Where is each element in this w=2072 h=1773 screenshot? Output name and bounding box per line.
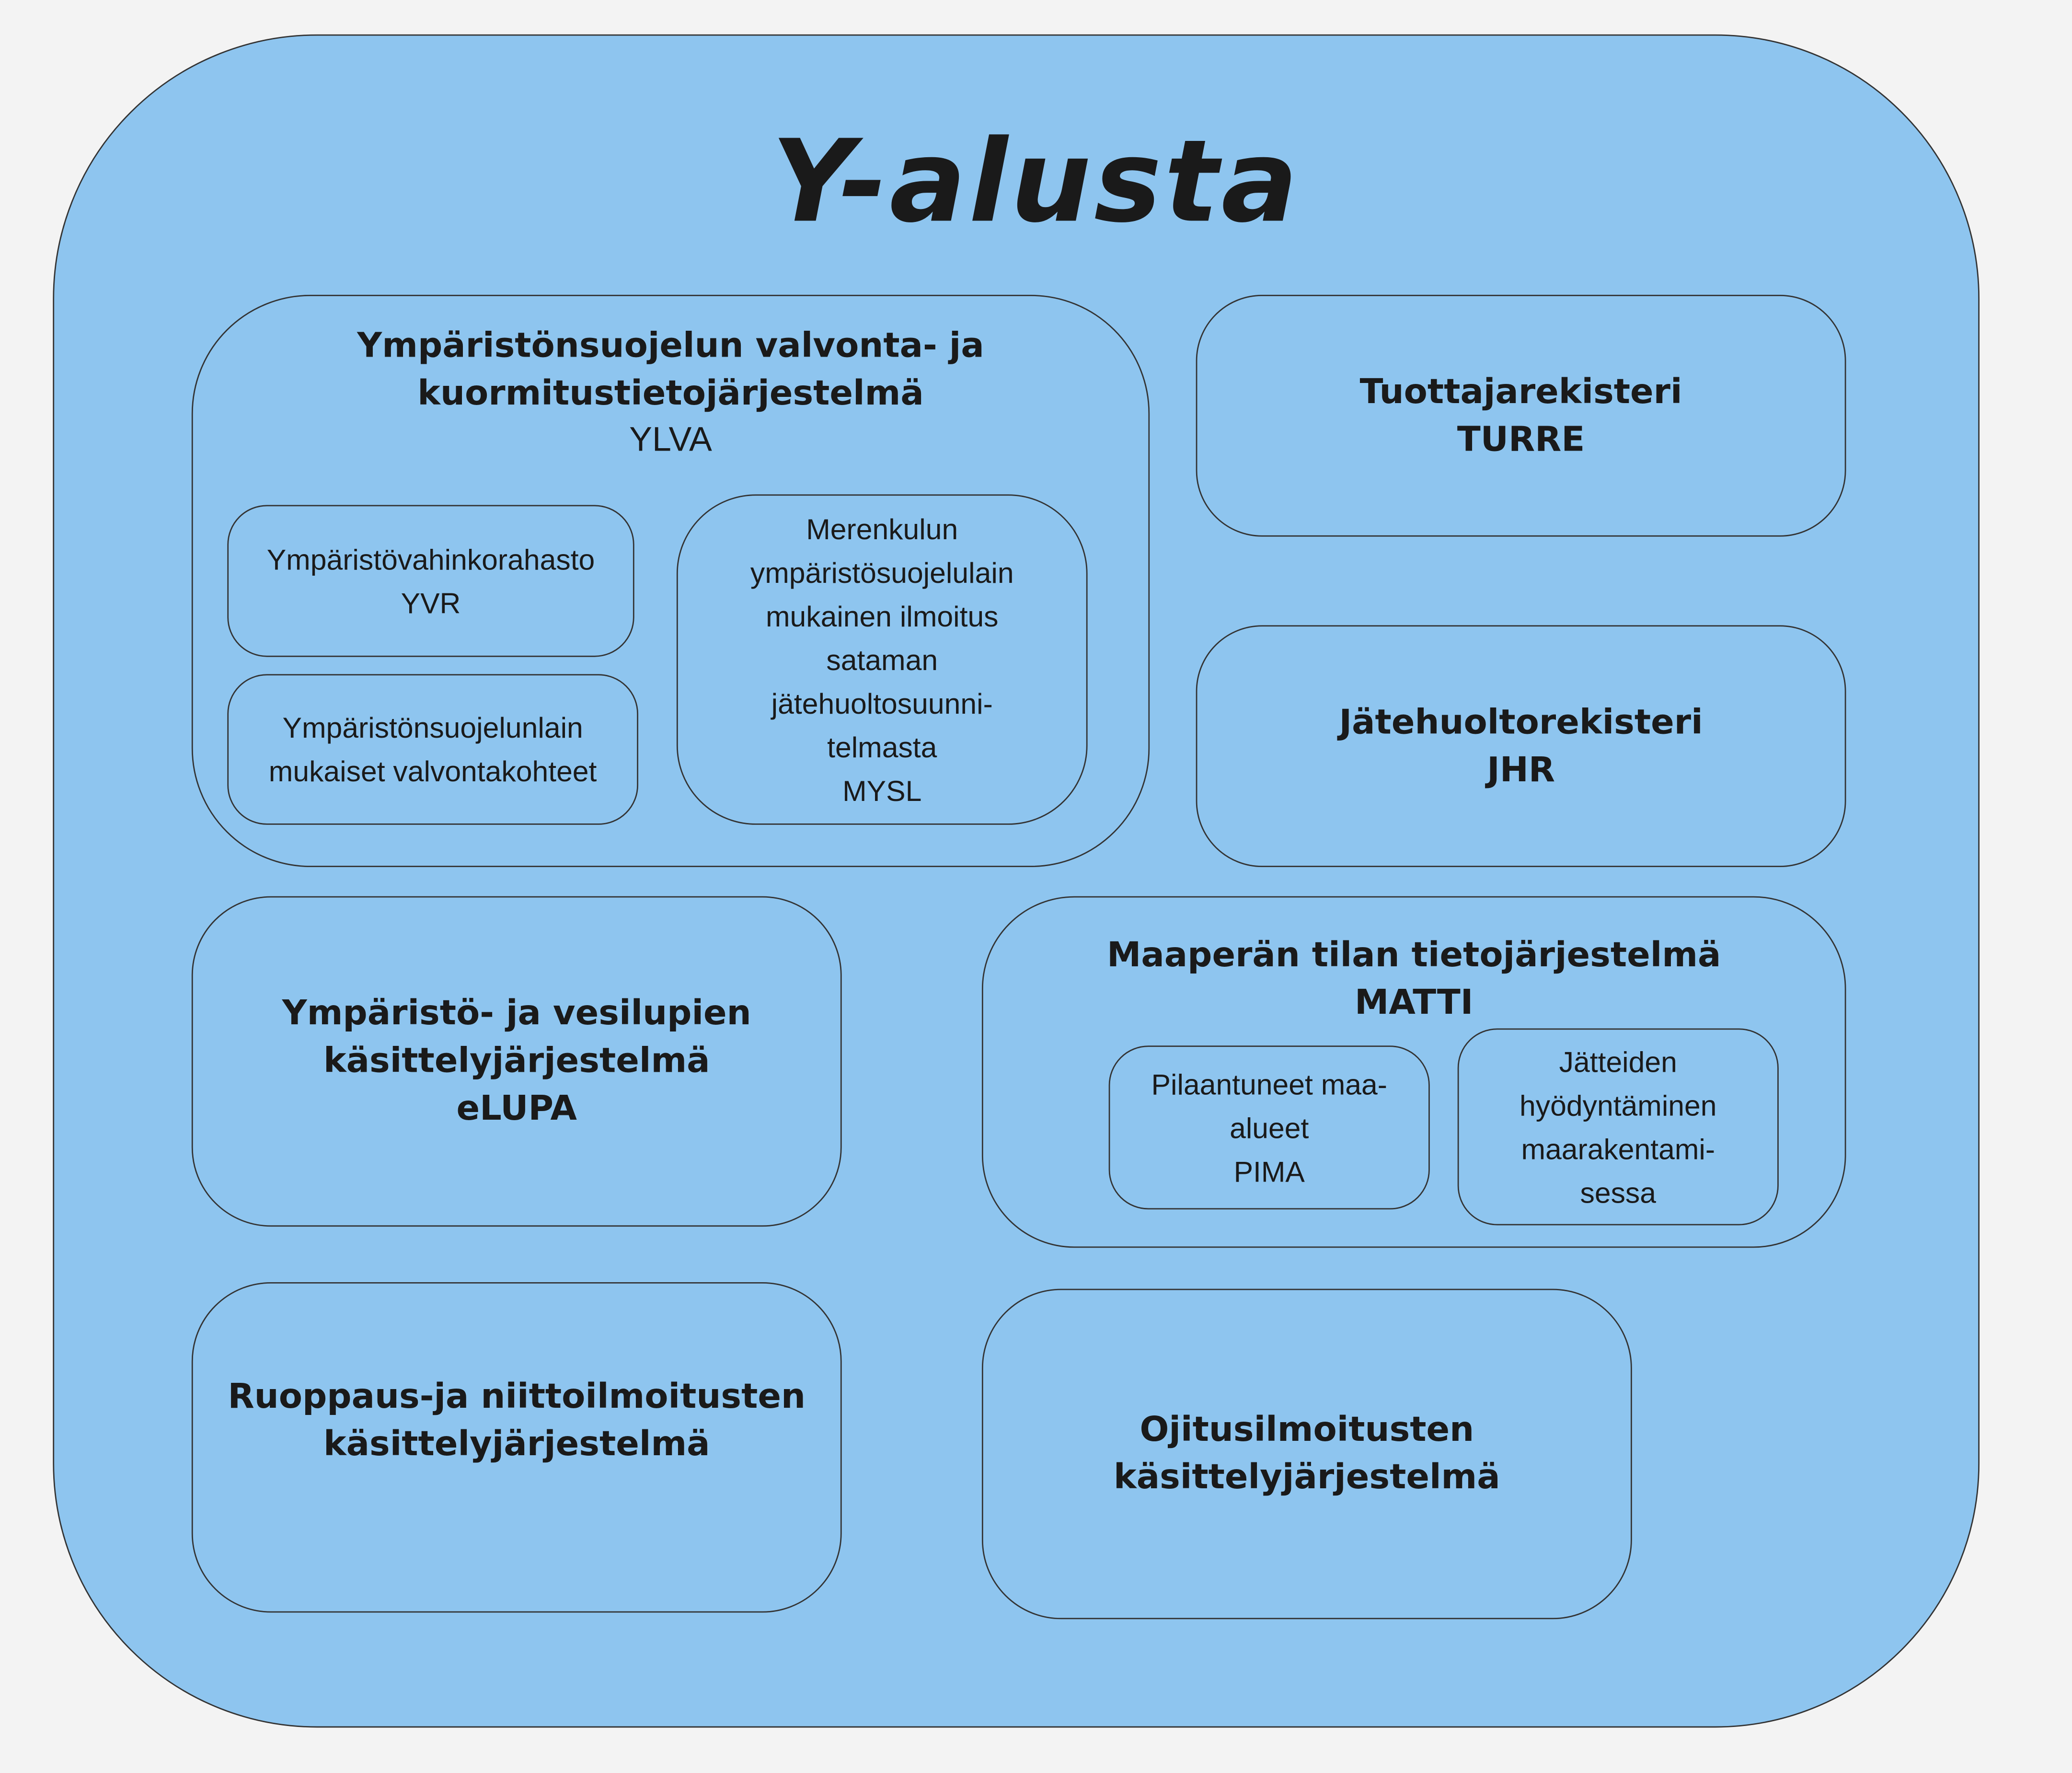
jhr-abbr: JHR [1487,750,1555,790]
elupa-line2: käsittelyjärjestelmä [323,1042,710,1081]
elupa-system: Ympäristö- ja vesilupien käsittelyjärjes… [191,896,842,1227]
ysl-valvontakohteet: Ympäristönsuojelunlain mukaiset valvonta… [227,674,638,825]
jatteet-line: hyödyntäminen [1519,1088,1717,1122]
mysl-line: Merenkulun [806,512,958,545]
ysl-line1: Ympäristönsuojelunlain [282,711,583,744]
platform-title: Y-alusta [771,116,1301,249]
turre-abbr: TURRE [1457,419,1585,460]
ylva-line2: kuormitustietojärjestelmä [417,374,924,414]
yvr-system: Ympäristövahinkorahasto YVR [227,505,634,657]
ojitus-line1: Ojitusilmoitusten [1140,1410,1474,1450]
ojitus-system: Ojitusilmoitusten käsittelyjärjestelmä [981,1288,1632,1620]
ruoppaus-line2: käsittelyjärjestelmä [323,1425,710,1465]
pima-abbr: PIMA [1233,1154,1305,1188]
elupa-line1: Ympäristö- ja vesilupien [282,994,751,1034]
ylva-line1: Ympäristönsuojelun valvonta- ja [357,326,984,366]
ruoppaus-line1: Ruoppaus-ja niittoilmoitusten [228,1377,806,1417]
mysl-system: Merenkulun ympäristösuojelulain mukainen… [676,494,1088,825]
yvr-abbr: YVR [401,586,461,619]
yvr-name: Ympäristövahinkorahasto [266,543,595,576]
mysl-line: sataman [826,643,938,676]
mysl-line: jätehuoltosuunni- [771,686,993,720]
mysl-abbr: MYSL [842,774,922,807]
ylva-abbr: YLVA [629,419,712,459]
ojitus-line2: käsittelyjärjestelmä [1114,1458,1500,1498]
mysl-line: mukainen ilmoitus [765,599,999,633]
ysl-line2: mukaiset valvontakohteet [268,754,597,788]
turre-system: Tuottajarekisteri TURRE [1196,294,1846,537]
mysl-line: ympäristösuojelulain [750,556,1014,589]
elupa-abbr: eLUPA [456,1089,577,1129]
jatteet-line: Jätteiden [1559,1044,1677,1078]
jatteet-line: maarakentami- [1521,1132,1715,1165]
mysl-line: telmasta [827,730,937,764]
matti-abbr: MATTI [1355,983,1473,1023]
jatteet-line: sessa [1580,1175,1657,1209]
ruoppaus-system: Ruoppaus-ja niittoilmoitusten käsittelyj… [191,1282,842,1613]
jatteiden-hyodyntaminen: Jätteiden hyödyntäminen maarakentami- se… [1457,1028,1779,1226]
pima-line1: Pilaantuneet maa- [1151,1067,1387,1101]
matti-name: Maaperän tilan tietojärjestelmä [1107,936,1721,976]
pima-line2: alueet [1230,1111,1309,1144]
jhr-name: Jätehuoltorekisteri [1339,702,1703,742]
turre-name: Tuottajarekisteri [1359,372,1682,412]
pima-system: Pilaantuneet maa- alueet PIMA [1108,1045,1430,1210]
jhr-system: Jätehuoltorekisteri JHR [1196,625,1846,868]
